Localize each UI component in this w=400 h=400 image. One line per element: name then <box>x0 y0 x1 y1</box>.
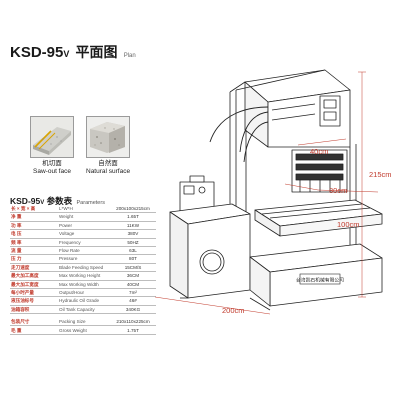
saw-cut-label-en: Saw-out face <box>33 168 71 175</box>
saw-cut-label-cn: 机切面 <box>42 160 62 167</box>
spec-value: 7m² <box>110 288 156 298</box>
spec-label-en: Power <box>58 221 110 231</box>
hydraulic-hoses <box>209 106 269 163</box>
page-title: KSD-95V 平面图 Plan <box>10 42 136 62</box>
model-name: KSD-95 <box>10 44 64 61</box>
spec-model: KSD-95 <box>10 196 41 206</box>
hydraulic-tank <box>169 203 251 299</box>
spec-label-cn: 最大加工高度 <box>10 271 58 281</box>
spec-label-cn: 功 率 <box>10 221 58 231</box>
dim-height: 215cm <box>369 170 392 179</box>
model-suffix: V <box>63 49 70 59</box>
spec-label-cn: 流 量 <box>10 246 58 256</box>
spec-value: 46# <box>110 296 156 306</box>
title-en: Plan <box>123 53 136 59</box>
spec-title-en: Parameters <box>76 200 105 206</box>
dim-depth-inner: 30cm <box>329 186 348 195</box>
dimension-lines <box>154 71 379 315</box>
natural-stone-image <box>87 117 129 157</box>
spec-label-cn: 长 × 宽 × 高 <box>10 205 58 214</box>
dim-length: 200cm <box>222 306 245 315</box>
spec-value: 210x110x225cm <box>110 318 156 327</box>
saw-cut-caption: 机切面 Saw-out face <box>30 160 74 176</box>
spec-label-en: Frequency <box>58 238 110 247</box>
spec-label-en: Hydraulic Oil Grade <box>58 296 110 306</box>
natural-label-en: Natural surface <box>86 168 131 175</box>
spec-value: 11KW <box>110 221 156 231</box>
spec-label-en: Oil Tank Capacity <box>58 305 110 315</box>
spec-value: 40CM <box>110 280 156 289</box>
spec-label-cn: 最大加工宽度 <box>10 280 58 289</box>
work-table <box>254 199 383 237</box>
machine-head <box>244 69 351 148</box>
spec-label-cn: 每小时产量 <box>10 288 58 298</box>
spec-label-en: Blade Feeding Speed <box>58 263 110 273</box>
spec-value: 200x100x215cm <box>110 205 156 214</box>
spec-title-cn: 参数表 <box>46 196 73 206</box>
spec-value: 340KG <box>110 305 156 315</box>
natural-surface-caption: 自然面 Natural surface <box>86 160 130 176</box>
spec-value: 1.65T <box>110 212 156 222</box>
spec-label-en: Packing Size <box>58 318 110 327</box>
natural-surface-photo <box>86 116 130 158</box>
spec-label-cn: 走刀速度 <box>10 263 58 273</box>
dim-width-inner: 40cm <box>310 147 329 156</box>
nameplate-text: 台湾凯石机械有限公司 <box>296 277 344 284</box>
spec-label-en: Max Working Width <box>58 280 110 289</box>
machine-base: 台湾凯石机械有限公司 <box>180 243 383 311</box>
dim-table-width: 100cm <box>337 220 360 229</box>
spec-label-en: Output/Hour <box>58 288 110 298</box>
spec-label-en: L*W*H <box>58 205 110 214</box>
spec-value: 15CM/S <box>110 263 156 273</box>
spec-value: 380V <box>110 229 156 239</box>
spec-label-en: Weight <box>58 212 110 222</box>
spec-title: KSD-95V 参数表 Parameters <box>10 195 105 207</box>
spec-value: 1.75T <box>110 325 156 335</box>
natural-label-cn: 自然面 <box>98 160 118 167</box>
spec-label-en: Gross Weight <box>58 325 110 335</box>
saw-cut-face-photo <box>30 116 74 158</box>
spec-label-en: Flow Rate <box>58 246 110 256</box>
blade-block <box>291 149 348 193</box>
saw-cut-stone-image <box>31 117 73 157</box>
spec-label-en: Max Working Height <box>58 271 110 281</box>
spec-label-cn: 液压油标号 <box>10 296 58 306</box>
spec-label-cn: 频 率 <box>10 238 58 247</box>
spec-label-cn: 净 重 <box>10 212 58 222</box>
spec-label-cn: 压 力 <box>10 254 58 264</box>
machine-drawing: 台湾凯石机械有限公司 <box>154 69 383 315</box>
spec-label-en: Voltage <box>58 229 110 239</box>
spec-label-cn: 包装尺寸 <box>10 318 58 327</box>
spec-label-en: Pressure <box>58 254 110 264</box>
title-cn: 平面图 <box>75 44 118 60</box>
spec-label-cn: 毛 重 <box>10 325 58 335</box>
spec-label-cn: 油箱容积 <box>10 305 58 315</box>
spec-value: 80T <box>110 254 156 264</box>
spec-value: 63L <box>110 246 156 256</box>
spec-label-cn: 电 压 <box>10 229 58 239</box>
spec-model-suffix: V <box>40 200 45 206</box>
spec-value: 50HZ <box>110 238 156 247</box>
spec-value: 36CM <box>110 271 156 281</box>
